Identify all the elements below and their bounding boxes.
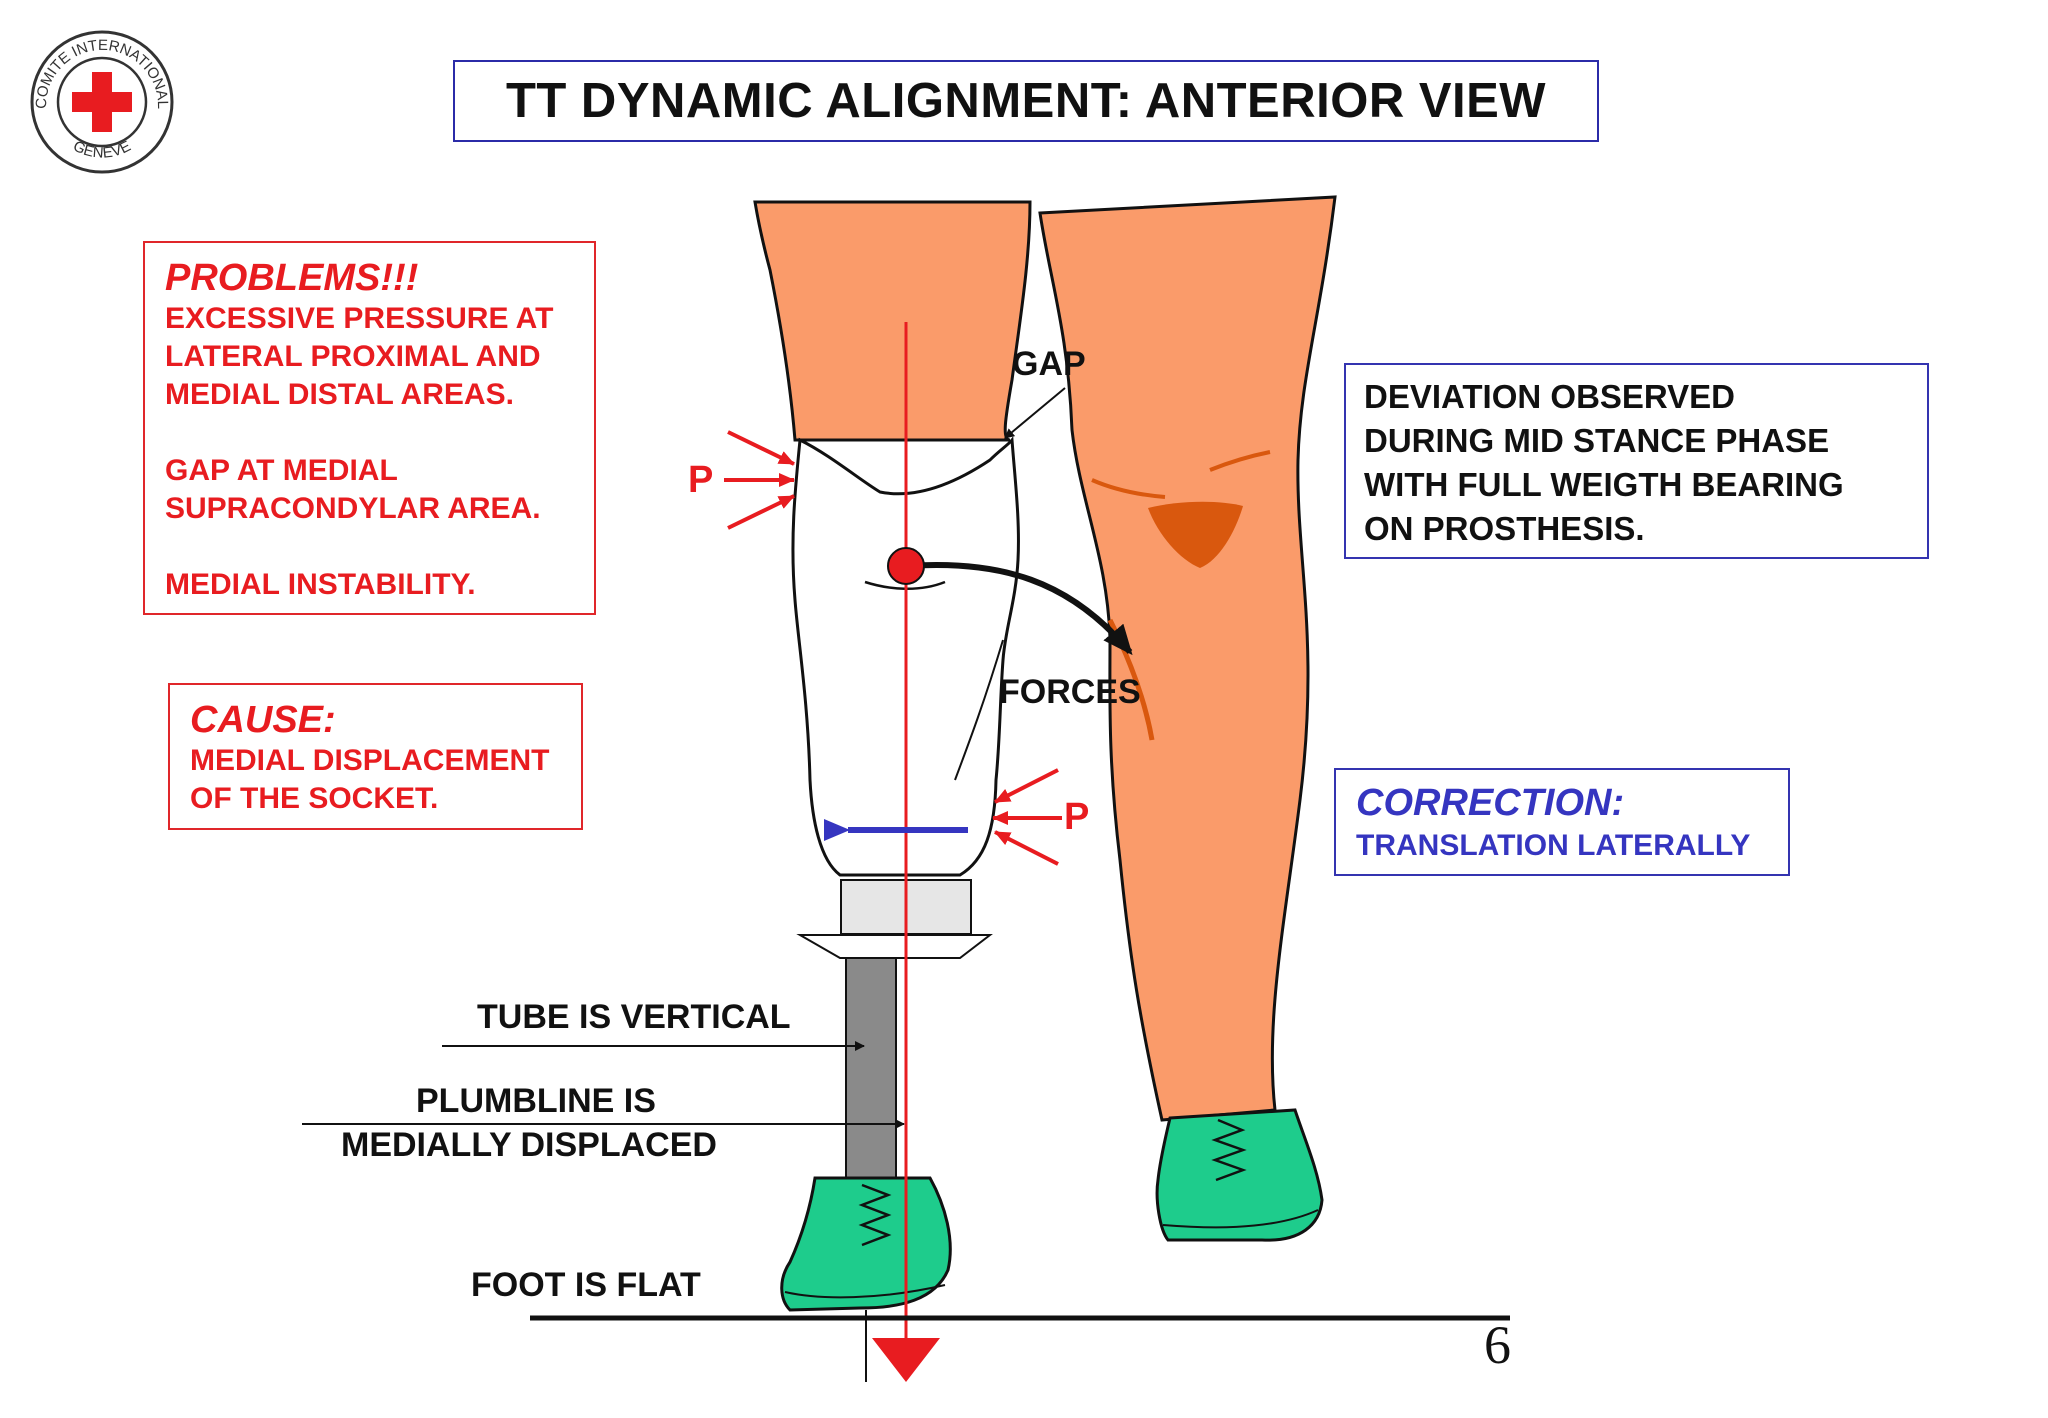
pylon-tube [845,957,897,1179]
deviation-line: ON PROSTHESIS. [1364,510,1645,547]
cause-heading: CAUSE: [190,699,336,741]
problems-heading: PROBLEMS!!! [165,257,419,299]
problems-box: PROBLEMS!!! EXCESSIVE PRESSURE AT LATERA… [143,241,596,615]
plumb-arrowhead [872,1338,940,1382]
force-arrow [907,562,1133,656]
deviation-line: WITH FULL WEIGTH BEARING [1364,466,1844,503]
cause-line: OF THE SOCKET. [190,782,439,815]
title-box: TT DYNAMIC ALIGNMENT: ANTERIOR VIEW [453,60,1599,142]
tube-label: TUBE IS VERTICAL [477,998,791,1036]
deviation-line: DEVIATION OBSERVED [1364,378,1736,415]
knee-crease-left [1091,478,1166,499]
correction-box: CORRECTION: TRANSLATION LATERALLY [1334,768,1790,876]
p-lower-arrow-3 [994,830,1059,866]
sound-shoe [1155,1108,1324,1242]
sound-shoe-sole [1162,1209,1319,1229]
cause-box: CAUSE: MEDIAL DISPLACEMENT OF THE SOCKET… [168,683,583,830]
correction-heading: CORRECTION: [1356,782,1625,824]
forces-label: FORCES [999,673,1141,711]
problems-line: GAP AT MEDIAL [165,454,398,487]
problems-line: SUPRACONDYLAR AREA. [165,492,541,525]
center-of-mass-dot [887,547,925,585]
socket-inner-line [954,639,1004,781]
gap-pointer-arrow [1004,387,1066,439]
p-upper-arrow-3 [727,494,795,530]
problems-line: EXCESSIVE PRESSURE AT [165,302,554,335]
problems-line: MEDIAL INSTABILITY. [165,568,476,601]
residual-thigh [753,200,1032,442]
p-lower-arrow-1 [994,768,1059,804]
plumbline-label-1: PLUMBLINE IS [416,1082,656,1120]
problems-line: LATERAL PROXIMAL AND [165,340,541,373]
page-number: 6 [1484,1315,1511,1375]
cause-line: MEDIAL DISPLACEMENT [190,744,550,777]
page-title: TT DYNAMIC ALIGNMENT: ANTERIOR VIEW [505,74,1547,128]
correction-line: TRANSLATION LATERALLY [1356,829,1751,862]
knee-crease-right [1209,450,1271,472]
sound-leg [1038,195,1337,1122]
red-cross-emblem-icon: COMITE INTERNATIONAL GENEVE [30,30,174,174]
gap-label: GAP [1012,345,1086,383]
prosthetic-shoe-sole [784,1284,946,1299]
pylon-clamp [796,934,993,959]
plumbline-label-2: MEDIALLY DISPLACED [341,1126,717,1164]
p-lower-label: P [1064,796,1090,838]
prosthetic-shoe-laces [858,1183,892,1247]
problems-line: MEDIAL DISTAL AREAS. [165,378,514,411]
sound-shoe-laces [1211,1118,1247,1182]
foot-label: FOOT IS FLAT [471,1266,701,1304]
deviation-line: DURING MID STANCE PHASE [1364,422,1830,459]
deviation-box: DEVIATION OBSERVED DURING MID STANCE PHA… [1344,363,1929,559]
kneecap [1148,501,1243,568]
p-upper-label: P [688,459,714,501]
icrc-logo: COMITE INTERNATIONAL GENEVE [28,28,176,176]
p-upper-arrow-1 [727,430,795,466]
